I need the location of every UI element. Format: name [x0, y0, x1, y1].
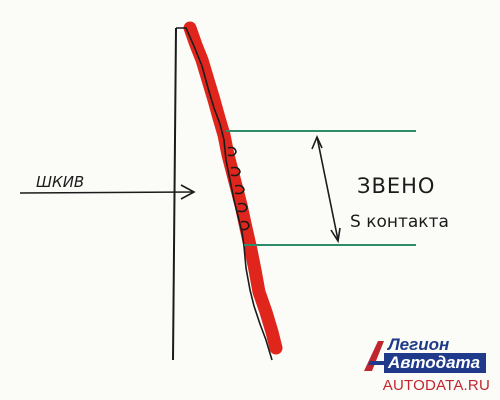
chain-profile [176, 27, 273, 361]
autodata-logo: Легион Автодата AUTODATA.RU [362, 333, 490, 394]
pulley-line [172, 27, 177, 361]
pulley-label: ШКИВ [36, 173, 84, 191]
belt-stroke [183, 21, 283, 355]
logo-swoosh-icon [364, 341, 386, 371]
logo-url[interactable]: AUTODATA.RU [382, 377, 490, 394]
link-label: ЗВЕНО [357, 174, 435, 198]
contact-label: S контакта [350, 212, 449, 232]
chain-links [227, 146, 250, 231]
logo-line2: Автодата [384, 353, 487, 373]
logo-line1: Легион [388, 335, 450, 354]
pulley-arrow [19, 184, 196, 200]
dimension-arrow [311, 134, 341, 244]
